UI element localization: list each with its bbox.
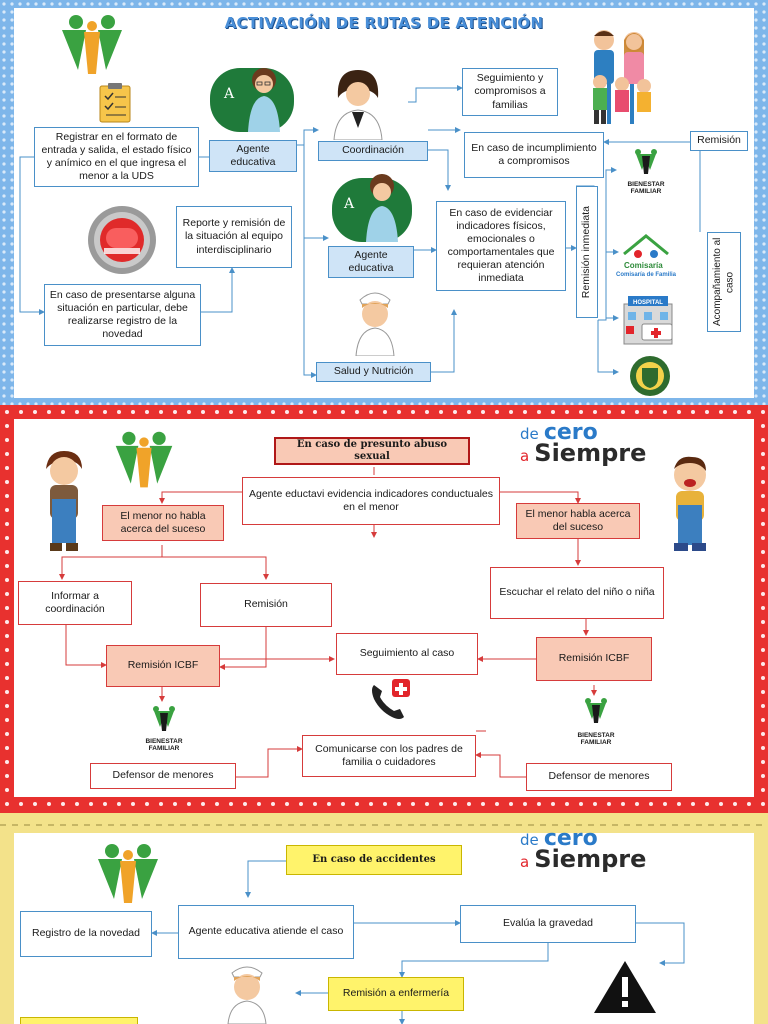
remision-icbf-right-box: Remisión ICBF [536,637,652,681]
remision-box: Remisión [690,131,748,151]
evidenciar-box: En caso de evidenciar indicadores físico… [436,201,566,291]
decero-asiempre-logo: de cero a Siempre [520,826,647,873]
remision-box: Remisión [200,583,332,627]
incumplimiento-box: En caso de incumplimiento a compromisos [464,132,604,178]
route-panel-abuso: de cero a Siempre BIENESTAR FAMILIAR BIE… [0,405,768,813]
logo-a: a [520,446,530,465]
logo-cero: cero [543,826,598,851]
route1-title: ACTIVACIÓN DE RUTAS DE ATENCIÓN [224,14,544,32]
bienestar-label: BIENESTAR FAMILIAR [577,732,615,746]
registrar-box: Registrar en el formato de entrada y sal… [34,127,199,187]
defensor-right-box: Defensor de menores [526,763,672,791]
comisaria-icon: Comisaría [623,234,669,270]
menor-no-habla-box: El menor no habla acerca del suceso [102,505,224,541]
siren-icon [88,206,156,274]
acompanamiento-box: Acompañamiento al caso [707,232,741,332]
phone-icon [372,679,410,719]
evalua-gravedad-box: Evalúa la gravedad [460,905,636,943]
bienestar-label: BIENESTAR FAMILIAR [145,738,183,752]
svg-text:HOSPITAL: HOSPITAL [633,300,663,306]
presentarse-box: En caso de presentarse alguna situación … [44,284,201,346]
svg-text:A: A [343,196,355,212]
agente-educativa-box-2: Agente educativa [328,246,414,278]
coordinator-woman-icon [333,70,383,140]
seguimiento-caso-box: Seguimiento al caso [336,633,478,675]
logo-de: de [520,425,539,443]
teacher-icon: A [210,68,294,132]
teacher-icon: A [332,174,412,242]
coordinacion-box: Coordinación [318,141,428,161]
bienestar-label: BIENESTAR FAMILIAR [627,181,665,195]
bienestar-familiar-icon [153,706,175,731]
comunicarse-padres-box: Comunicarse con los padres de familia o … [302,735,476,777]
nurse-icon [355,292,395,356]
informar-coordinacion-box: Informar a coordinación [18,581,132,625]
comisaria-label: Comisaría de Familia [615,272,677,278]
icbf-logo-icon [62,15,122,74]
family-icon [593,30,651,124]
route-panel-atencion: ACTIVACIÓN DE RUTAS DE ATENCIÓN A [0,0,768,405]
remision-inmediata-box: Remisión inmediata [576,186,598,318]
agente-evidencia-box: Agente eductavi evidencia indicadores co… [242,477,500,525]
menor-habla-box: El menor habla acerca del suceso [516,503,640,539]
icbf-logo-icon [98,844,158,903]
reporte-box: Reporte y remisión de la situación al eq… [176,206,292,268]
bienestar-familiar-icon [635,149,657,174]
boy-sad-icon [46,451,82,551]
hospital-icon: HOSPITAL [623,296,673,345]
logo-cero: cero [543,420,598,445]
escuchar-relato-box: Escuchar el relato del niño o niña [490,567,664,619]
svg-text:Comisaría: Comisaría [624,261,663,270]
agente-atiende-box: Agente educativa atiende el caso [178,905,354,959]
logo-siempre: Siempre [534,438,647,467]
svg-text:A: A [223,86,235,102]
boy-crying-icon [674,456,706,551]
route3-title: En caso de accidentes [286,845,462,875]
nurse-icon [227,966,267,1024]
route2-title: En caso de presunto abuso sexual [274,437,470,465]
logo-a: a [520,852,530,871]
remision-icbf-left-box: Remisión ICBF [106,645,220,687]
defensor-left-box: Defensor de menores [90,763,236,789]
partial-box [20,1017,138,1024]
icbf-logo-icon [115,431,173,488]
route-panel-accidentes: de cero a Siempre En caso de accidentes … [0,813,768,1024]
checklist-icon [99,83,131,123]
salud-nutricion-box: Salud y Nutrición [316,362,431,382]
agente-educativa-box-1: Agente educativa [209,140,297,172]
bienestar-familiar-icon [585,698,607,723]
logo-de: de [520,831,539,849]
warning-icon [594,961,656,1013]
remision-enfermeria-box: Remisión a enfermería [328,977,464,1011]
seguimiento-box: Seguimiento y compromisos a familias [462,68,558,116]
police-shield-icon [630,356,670,396]
logo-siempre: Siempre [534,844,647,873]
decero-asiempre-logo: de cero a Siempre [520,420,647,467]
registro-novedad-box: Registro de la novedad [20,911,152,957]
